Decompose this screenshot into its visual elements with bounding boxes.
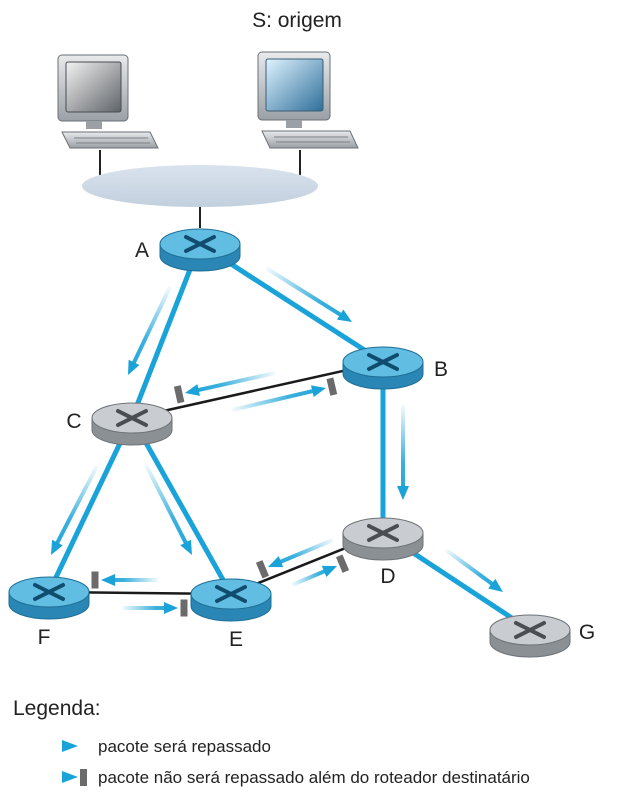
- barrier-icon: [335, 554, 350, 573]
- node-label-f: F: [38, 626, 51, 649]
- node-label-b: B: [434, 358, 448, 381]
- legend-forwarded-label: pacote será repassado: [98, 737, 271, 756]
- node-label-c: C: [66, 410, 81, 433]
- router-c-icon: [91, 402, 173, 446]
- legend-title: Legenda:: [13, 697, 101, 720]
- legend-forwarded-arrow-icon: [13, 740, 78, 752]
- barrier-icon: [255, 560, 269, 579]
- router-d-icon: [342, 517, 424, 561]
- router-f-icon: [8, 576, 90, 620]
- router-e-icon: [190, 578, 272, 622]
- lan-cloud: [82, 165, 318, 207]
- link-c-f: [46, 416, 135, 594]
- link-c-e: [129, 416, 234, 596]
- arrow-d-to-e: [255, 538, 334, 579]
- arrow-d-to-g: [444, 548, 503, 592]
- link-b-c: [131, 360, 384, 420]
- legend: Legenda: pacote será repassado pacote nã…: [13, 697, 530, 787]
- arrow-e-to-d: [291, 554, 350, 587]
- router-g-icon: [489, 614, 571, 658]
- link-a-c: [129, 243, 203, 419]
- node-label-a: A: [135, 239, 149, 262]
- arrow-c-to-b: [231, 377, 338, 412]
- node-label-g: G: [579, 621, 595, 644]
- arrow-e-to-f: [91, 571, 158, 589]
- arrow-a-to-c: [128, 286, 172, 375]
- arrow-c-to-f: [51, 465, 99, 555]
- arrow-c-to-e: [144, 464, 192, 555]
- arrow-f-to-e: [122, 599, 188, 617]
- legend-not-forwarded-arrow-icon: [13, 769, 87, 786]
- barrier-icon: [173, 385, 185, 404]
- arrow-b-to-d: [397, 405, 409, 500]
- barrier-icon: [91, 571, 99, 589]
- router-b-icon: [342, 346, 424, 390]
- computer-right-icon: [257, 51, 359, 175]
- arrow-b-to-c: [173, 371, 276, 404]
- node-label-e: E: [229, 628, 243, 651]
- source-title: S: origem: [252, 9, 342, 32]
- barrier-icon: [326, 377, 338, 396]
- legend-not-forwarded-label: pacote não será repassado além do rotead…: [98, 768, 530, 787]
- barrier-icon: [180, 599, 188, 617]
- node-label-d: D: [380, 565, 395, 588]
- router-a-icon: [159, 228, 241, 272]
- arrow-a-to-b: [264, 266, 352, 322]
- computer-left-icon: [57, 54, 159, 175]
